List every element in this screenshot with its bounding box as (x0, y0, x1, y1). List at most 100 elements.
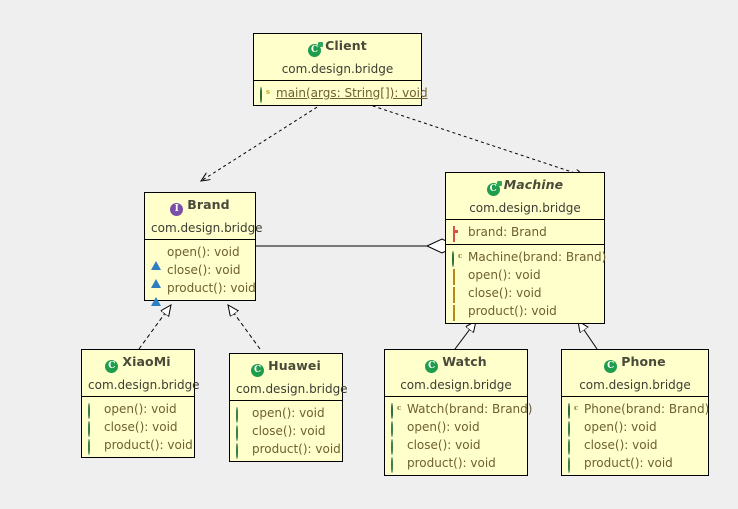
member-row[interactable]: open(): void (82, 400, 194, 419)
class-icon: C (425, 360, 439, 373)
class-members-xiaomi: open(): void close(): void product(): vo… (82, 397, 194, 457)
member-row[interactable]: product(): void (145, 279, 256, 306)
edge-client-brand (201, 103, 323, 181)
class-title: XiaoMi (122, 354, 171, 369)
class-members-brand: open(): void close(): void product(): vo… (145, 240, 256, 306)
member-row[interactable]: product(): void (446, 302, 604, 321)
member-row[interactable]: close(): void (145, 261, 255, 288)
class-members-phone: Phone(brand: Brand) open(): void close()… (562, 397, 710, 475)
member-label: Phone(brand: Brand) (584, 402, 710, 416)
abstract-method-icon (150, 282, 163, 306)
member-label: open(): void (104, 402, 177, 416)
edge-watch-machine (454, 321, 476, 350)
member-label: main(args: String[]): void (276, 86, 428, 100)
class-title: Huawei (268, 358, 321, 373)
class-members-huawei: open(): void close(): void product(): vo… (230, 401, 342, 461)
private-field-icon (451, 225, 464, 242)
member-row[interactable]: close(): void (385, 436, 527, 455)
class-icon: C (105, 360, 119, 373)
member-label: close(): void (468, 286, 542, 300)
member-label: product(): void (584, 456, 673, 470)
member-label: close(): void (407, 438, 481, 452)
class-package: com.design.bridge (385, 376, 527, 397)
member-label: close(): void (584, 438, 658, 452)
member-row[interactable]: close(): void (446, 284, 604, 303)
member-row[interactable]: open(): void (230, 404, 342, 423)
public-method-icon (235, 442, 248, 459)
class-title: Phone (621, 354, 666, 369)
member-row[interactable]: close(): void (562, 436, 708, 455)
member-label: open(): void (167, 245, 240, 259)
protected-method-icon (451, 268, 464, 285)
member-row[interactable]: open(): void (562, 418, 708, 437)
field-label: brand: Brand (468, 225, 547, 239)
abstract-method-icon (150, 264, 163, 288)
protected-method-icon (451, 304, 464, 321)
member-label: product(): void (407, 456, 496, 470)
public-method-icon (87, 438, 100, 455)
field-row[interactable]: brand: Brand (446, 223, 604, 242)
public-method-icon (390, 420, 403, 437)
class-package: com.design.bridge (230, 380, 348, 401)
member-row[interactable]: Phone(brand: Brand) (562, 400, 710, 419)
class-icon: C (604, 360, 618, 373)
member-label: product(): void (167, 281, 256, 295)
member-row[interactable]: product(): void (385, 454, 527, 473)
constructor-icon (390, 402, 403, 419)
member-row[interactable]: Machine(brand: Brand) (446, 248, 606, 267)
class-title: Machine (503, 177, 564, 192)
member-label: product(): void (468, 304, 557, 318)
class-members-machine: Machine(brand: Brand) open(): void close… (446, 244, 606, 323)
member-label: open(): void (468, 268, 541, 282)
member-label: close(): void (104, 420, 178, 434)
class-package: com.design.bridge (446, 199, 604, 220)
public-method-icon (87, 420, 100, 437)
member-row[interactable]: open(): void (145, 243, 255, 270)
class-icon: C (251, 364, 265, 377)
member-row[interactable]: Watch(brand: Brand) (385, 400, 532, 419)
member-row[interactable]: product(): void (562, 454, 708, 473)
constructor-icon (567, 402, 580, 419)
public-method-icon (87, 402, 100, 419)
member-label: Watch(brand: Brand) (407, 402, 533, 416)
public-method-icon (567, 420, 580, 437)
member-label: open(): void (407, 420, 480, 434)
member-row[interactable]: open(): void (385, 418, 527, 437)
class-title: Brand (187, 197, 230, 212)
public-method-icon (567, 438, 580, 455)
class-fields-machine: brand: Brand (446, 220, 604, 244)
member-row[interactable]: product(): void (230, 440, 342, 459)
public-method-icon (567, 456, 580, 473)
interface-icon: I (170, 203, 184, 216)
constructor-icon (451, 250, 464, 267)
member-label: open(): void (252, 406, 325, 420)
member-label: product(): void (252, 442, 341, 456)
class-package: com.design.bridge (562, 376, 708, 397)
class-title: Client (325, 38, 367, 53)
member-label: close(): void (252, 424, 326, 438)
member-row[interactable]: main(args: String[]): void (254, 84, 428, 103)
public-method-icon (390, 438, 403, 455)
member-row[interactable]: product(): void (82, 436, 194, 455)
member-row[interactable]: close(): void (82, 418, 194, 437)
member-row[interactable]: open(): void (446, 266, 604, 285)
protected-method-icon (451, 286, 464, 303)
member-label: close(): void (167, 263, 241, 277)
member-row[interactable]: close(): void (230, 422, 342, 441)
class-package: com.design.bridge (82, 376, 200, 397)
